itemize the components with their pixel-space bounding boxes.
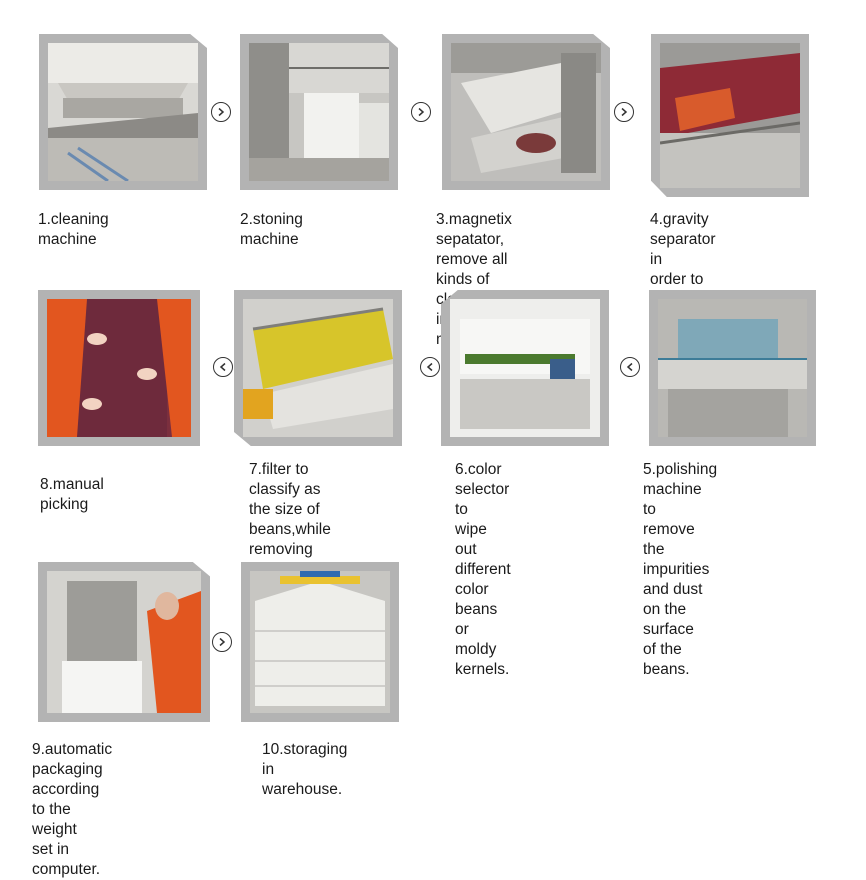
automatic-packaging-photo [47, 571, 201, 713]
step-caption: 6.color selector to wipe out different c… [455, 461, 511, 678]
chevron-right-icon [614, 102, 634, 122]
step-caption: 1.cleaning machine [38, 211, 109, 248]
manual-picking-photo [47, 299, 191, 437]
chevron-left-icon [213, 357, 233, 377]
photo-frame [38, 562, 210, 722]
photo-frame [234, 290, 402, 446]
photo-frame [649, 290, 816, 446]
photo-frame [241, 562, 399, 722]
photo-frame [240, 34, 398, 190]
photo-frame [442, 34, 610, 190]
step-caption: 8.manual picking [40, 476, 104, 513]
chevron-right-icon [212, 632, 232, 652]
step-caption: 10.storaging in warehouse. [262, 741, 348, 798]
photo-frame [651, 34, 809, 197]
cleaning-machine-photo [48, 43, 198, 181]
chevron-left-icon [620, 357, 640, 377]
step-caption: 5.polishing machine to remove the impuri… [643, 461, 718, 678]
photo-frame [38, 290, 200, 446]
step-caption: 9.automatic packaging according to the w… [32, 741, 113, 878]
photo-frame [39, 34, 207, 190]
step-caption: 2.stoning machine [240, 211, 303, 248]
chevron-right-icon [211, 102, 231, 122]
stoning-machine-photo [249, 43, 389, 181]
chevron-left-icon [420, 357, 440, 377]
magnetic-separator-photo [451, 43, 601, 181]
color-selector-photo [450, 299, 600, 437]
sieve-filter-photo [243, 299, 393, 437]
photo-frame [441, 290, 609, 446]
chevron-right-icon [411, 102, 431, 122]
polishing-machine-photo [658, 299, 807, 437]
gravity-separator-photo [660, 43, 800, 188]
warehouse-storage-photo [250, 571, 390, 713]
